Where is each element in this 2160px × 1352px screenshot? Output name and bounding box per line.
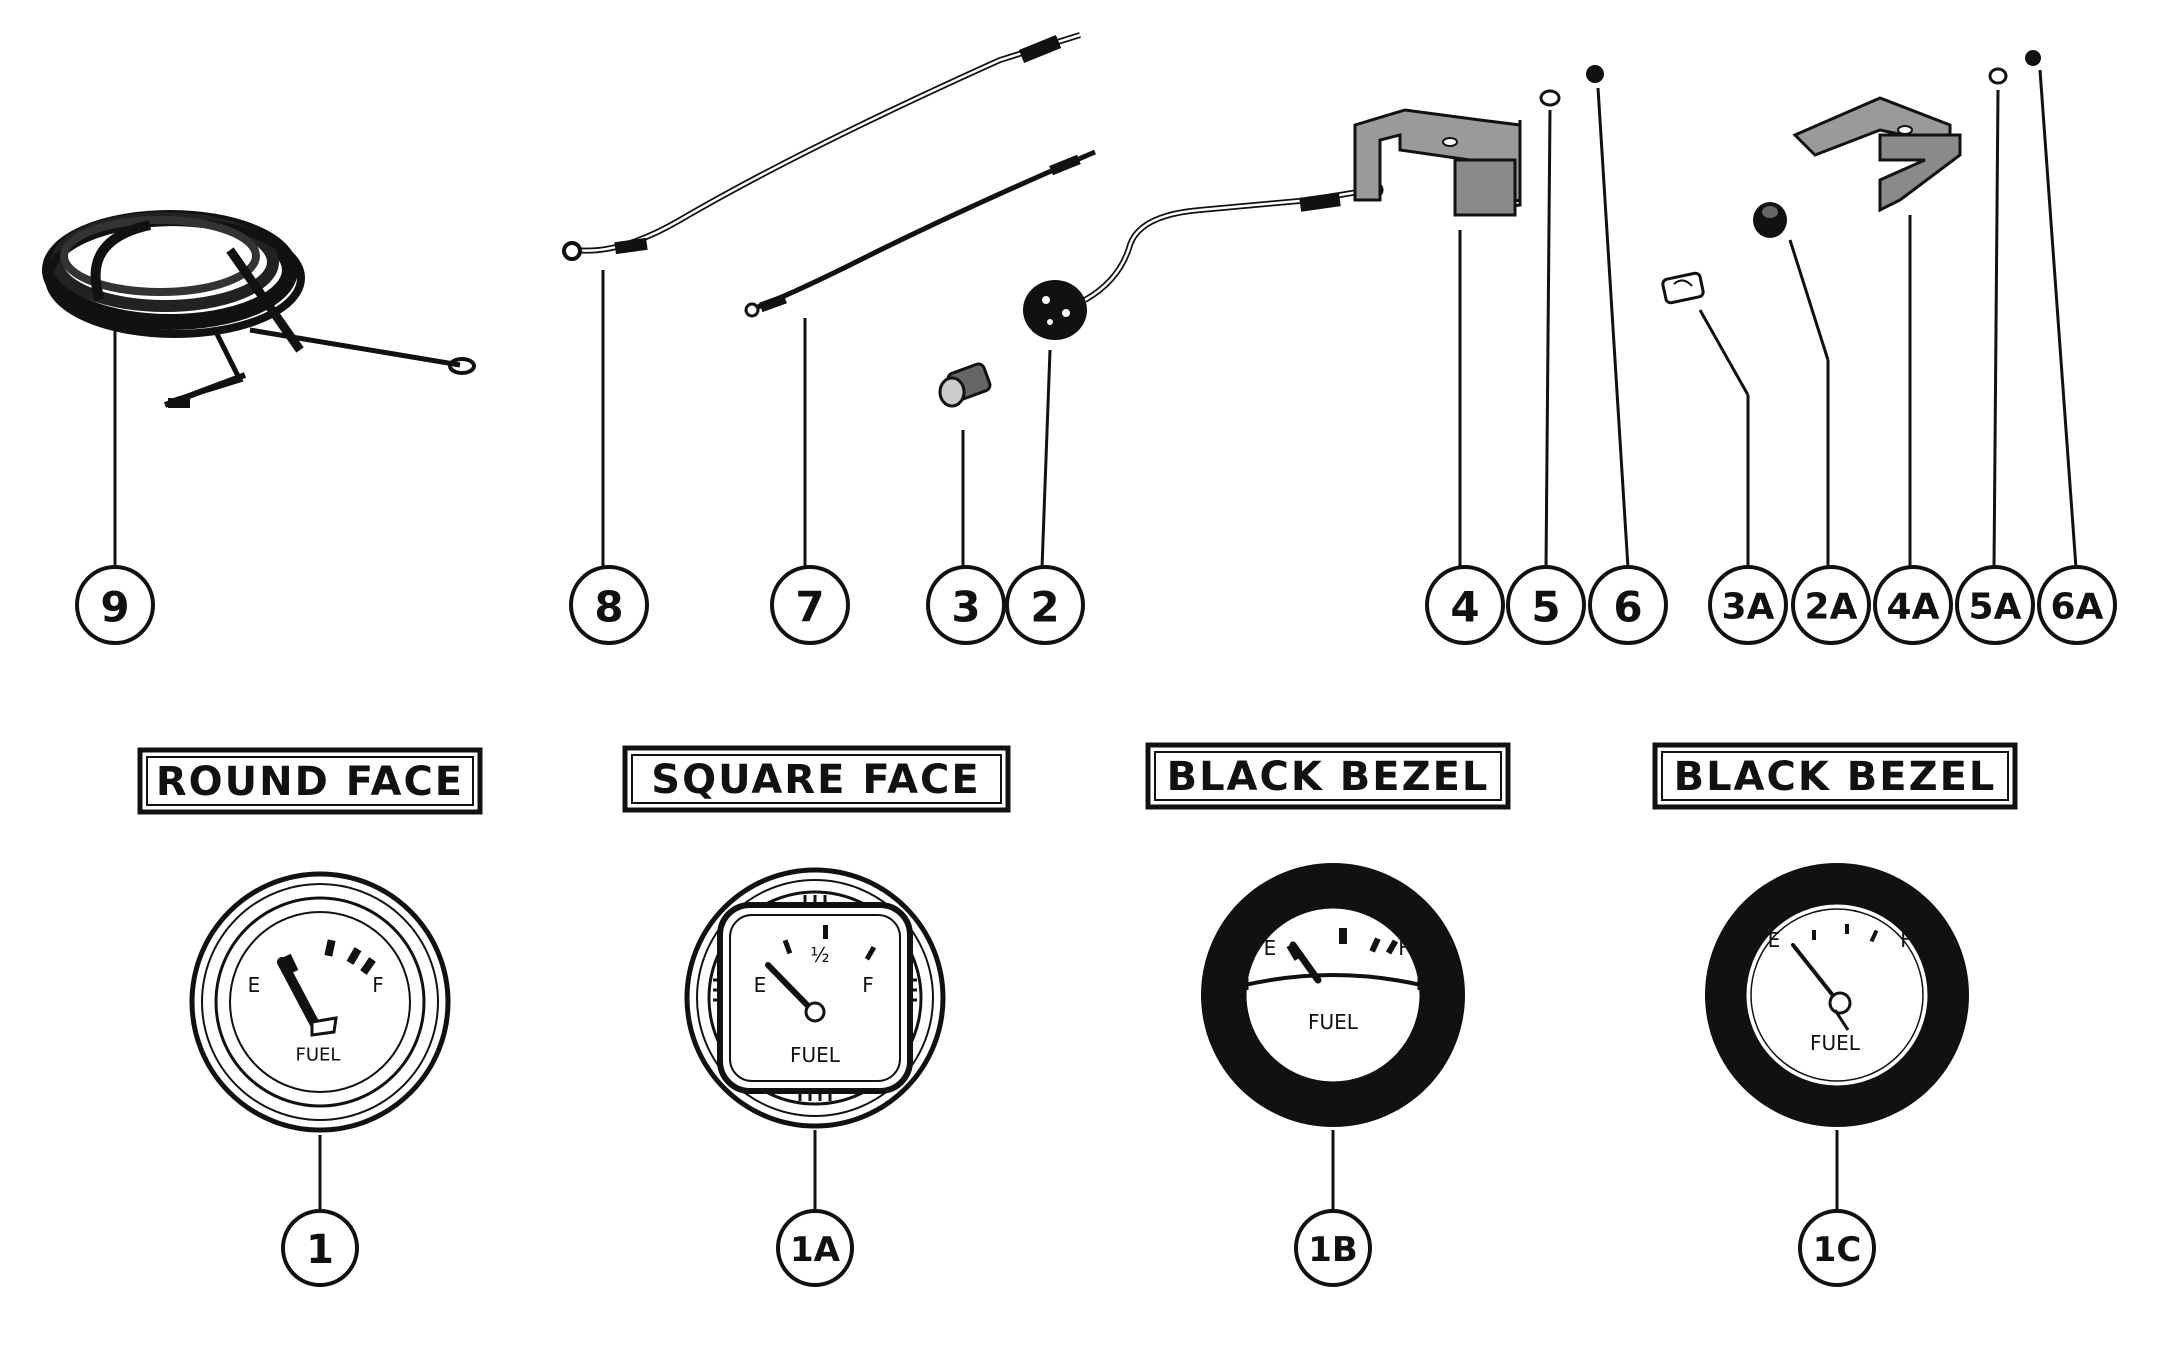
callout-9-label: 9: [100, 583, 129, 632]
lamp-socket-2: [1023, 181, 1384, 340]
wire-lead-8: [562, 32, 1081, 261]
gauge-1c-empty-mark: E: [1768, 928, 1781, 952]
gauge-1a-name: FUEL: [790, 1043, 841, 1067]
callout-5-label: 5: [1531, 583, 1560, 632]
gauge-1a-empty-mark: E: [754, 973, 767, 997]
callout-1a-label: 1A: [790, 1230, 841, 1270]
callouts-top: 9 8 7 3 2 4 5 6: [75, 565, 2117, 645]
gauge-1a-half-mark: ½: [810, 943, 829, 967]
callout-2: 2: [1005, 565, 1085, 645]
gauge-1-name: FUEL: [296, 1045, 341, 1066]
callout-2-label: 2: [1030, 583, 1059, 632]
callout-6a-label: 6A: [2051, 587, 2104, 628]
callout-3: 3: [926, 565, 1006, 645]
callout-4: 4: [1425, 565, 1505, 645]
lamp-bulb-3: [938, 362, 992, 408]
nut-6: [1586, 65, 1604, 83]
callout-1b-label: 1B: [1308, 1230, 1358, 1270]
gauge-1c-name: FUEL: [1810, 1031, 1861, 1055]
gauge-square-face: E ½ F FUEL: [684, 867, 946, 1129]
label-black-bezel-1: BLACK BEZEL: [1145, 742, 1511, 810]
gauge-1b-empty-mark: E: [1264, 936, 1277, 960]
lamp-socket-2a: [1753, 202, 1787, 238]
callout-3a-label: 3A: [1722, 587, 1775, 628]
callout-3-label: 3: [951, 583, 980, 632]
gauge-black-bezel-1c: E F FUEL: [1705, 863, 1969, 1127]
label-square-face: SQUARE FACE: [622, 745, 1011, 813]
callout-7-label: 7: [795, 583, 824, 632]
washer-5: [1539, 89, 1561, 107]
label-black-bezel-2: BLACK BEZEL: [1652, 742, 2018, 810]
callout-1: 1: [281, 1209, 359, 1287]
callout-1-label: 1: [306, 1227, 334, 1273]
wire-harness-coil: [42, 210, 476, 408]
callout-3a: 3A: [1708, 565, 1788, 645]
callout-4a: 4A: [1873, 565, 1953, 645]
label-round-face-text: ROUND FACE: [156, 759, 464, 805]
callout-2a-label: 2A: [1805, 587, 1858, 628]
callout-4a-label: 4A: [1887, 587, 1940, 628]
gauge-1a-full-mark: F: [862, 973, 874, 997]
callout-6a: 6A: [2037, 565, 2117, 645]
mounting-bracket-4a: [1792, 96, 1962, 213]
callout-2a: 2A: [1791, 565, 1871, 645]
label-square-face-text: SQUARE FACE: [651, 757, 980, 803]
label-black-bezel-2-text: BLACK BEZEL: [1674, 754, 1997, 800]
callout-6-label: 6: [1613, 583, 1642, 632]
washer-5a: [1988, 67, 2008, 85]
leader-lines-top: [113, 69, 2078, 569]
callout-8-label: 8: [594, 583, 623, 632]
callout-8: 8: [569, 565, 649, 645]
gauge-1-empty-mark: E: [248, 973, 261, 997]
gauge-1c-full-mark: F: [1900, 928, 1912, 952]
gauge-1b-name: FUEL: [1308, 1010, 1359, 1034]
lamp-bulb-3a: [1661, 271, 1705, 305]
callout-5a: 5A: [1955, 565, 2035, 645]
nut-6a: [2025, 50, 2041, 66]
label-black-bezel-1-text: BLACK BEZEL: [1167, 754, 1490, 800]
callout-6: 6: [1588, 565, 1668, 645]
callout-4-label: 4: [1450, 583, 1479, 632]
callout-1b: 1B: [1294, 1209, 1372, 1287]
mounting-bracket-4: [1353, 108, 1522, 217]
callout-5a-label: 5A: [1969, 587, 2022, 628]
callout-9: 9: [75, 565, 155, 645]
callout-1c: 1C: [1798, 1209, 1876, 1287]
callout-1c-label: 1C: [1813, 1230, 1862, 1270]
gauge-round-face: E F FUEL: [189, 871, 451, 1133]
callout-5: 5: [1506, 565, 1586, 645]
gauge-1b-full-mark: F: [1398, 936, 1410, 960]
gauge-1-full-mark: F: [372, 973, 384, 997]
callout-7: 7: [770, 565, 850, 645]
label-round-face: ROUND FACE: [137, 747, 483, 815]
wire-lead-7: [744, 149, 1096, 318]
gauge-black-bezel-1b: E F FUEL: [1201, 863, 1465, 1127]
callout-1a: 1A: [776, 1209, 854, 1287]
